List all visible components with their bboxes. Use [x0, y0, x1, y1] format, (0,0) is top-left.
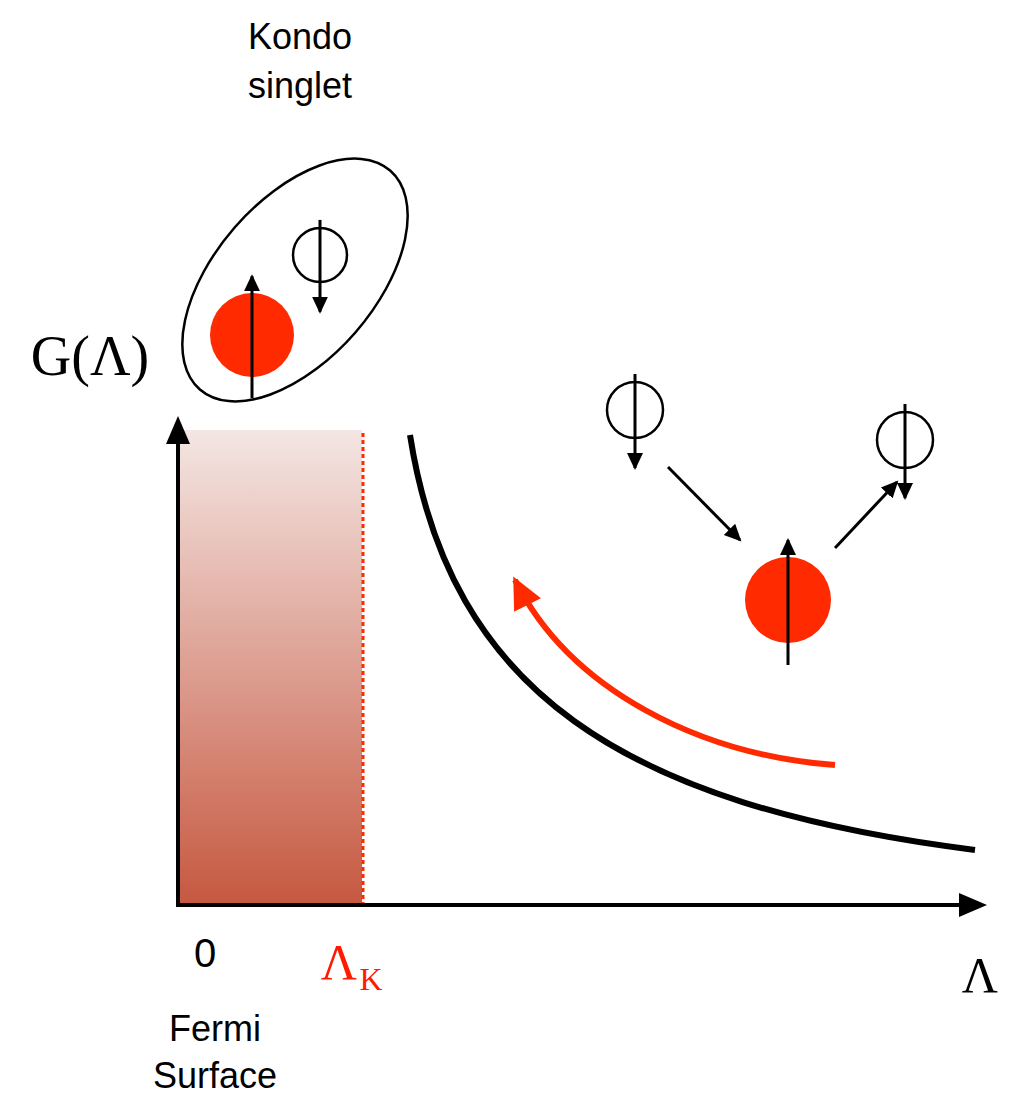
axis-label: G(Λ)	[31, 320, 149, 393]
region-label: Fermi Surface	[130, 1006, 300, 1100]
scatter-out-arrow	[835, 482, 897, 548]
node-heading: Kondo singlet	[215, 13, 385, 110]
shaded-region	[180, 430, 362, 905]
spin-arrow	[787, 540, 790, 665]
y-axis	[176, 440, 180, 907]
x-axis	[176, 903, 962, 907]
singlet-ellipse	[139, 118, 450, 442]
spin-arrow	[251, 276, 254, 398]
tick-label: 0	[194, 927, 216, 979]
coupling-curve	[410, 435, 975, 850]
spin-arrow	[904, 404, 907, 498]
scatter-in-arrow	[668, 467, 740, 540]
spin-arrow	[319, 220, 322, 312]
spin-arrow	[634, 374, 637, 468]
scale-label: Λ	[321, 930, 357, 995]
x-axis-head	[959, 893, 987, 917]
axis-label: Λ	[962, 943, 998, 1008]
cutoff-line	[362, 433, 365, 905]
y-axis-head	[166, 416, 190, 444]
singlet-group: Kondo singlet	[150, 5, 450, 415]
scale-subscript: K	[359, 959, 382, 1001]
